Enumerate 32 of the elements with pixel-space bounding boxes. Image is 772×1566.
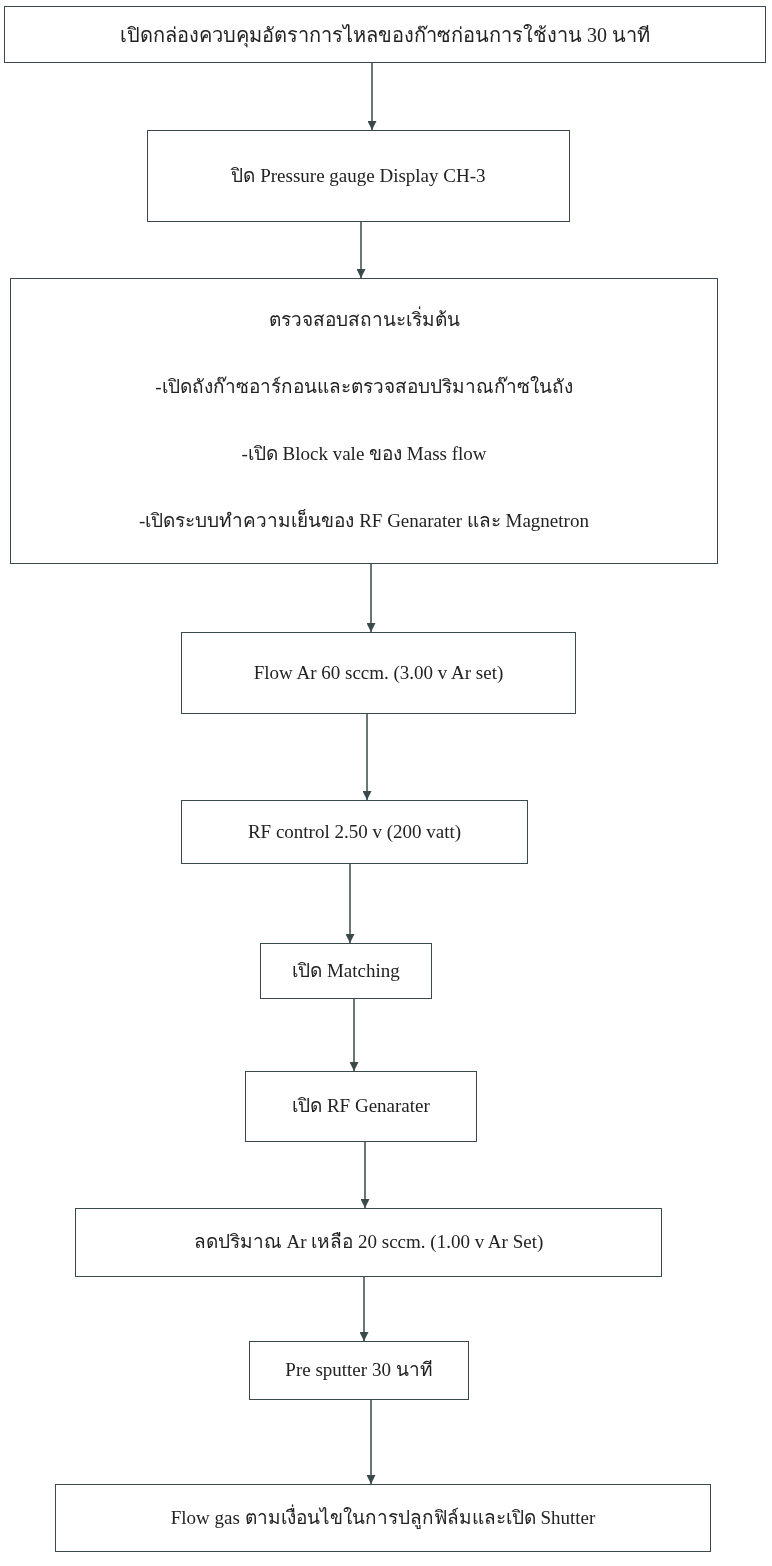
process-box — [245, 1071, 477, 1142]
box-text: เปิดกล่องควบคุมอัตราการไหลของก๊าซก่อนการใช้งาน 30 นาที — [120, 22, 650, 48]
box-text: ลดปริมาณ Ar เหลือ 20 sccm. (1.00 v Ar Set) — [193, 1230, 544, 1255]
arrow — [349, 998, 359, 1072]
arrow — [362, 713, 372, 801]
process-box — [147, 130, 570, 222]
arrow — [359, 1276, 369, 1342]
box-text: -เปิดถังก๊าซอาร์กอนและตรวจสอบปริมาณก๊าซในถัง — [155, 375, 573, 400]
box-text: -เปิดระบบทำความเย็นของ RF Genarater และ Magnetron — [139, 509, 589, 534]
process-box — [181, 800, 528, 864]
box-text: Pre sputter 30 นาที — [285, 1358, 433, 1383]
box-text: ปิด Pressure gauge Display CH-3 — [231, 163, 486, 188]
process-box — [181, 632, 576, 714]
process-box — [4, 6, 766, 63]
arrow — [345, 863, 355, 944]
box-text: เปิด RF Genarater — [292, 1094, 430, 1119]
process-box — [75, 1208, 662, 1277]
arrow — [367, 62, 377, 131]
box-text: Flow gas ตามเงื่อนไขในการปลูกฟิล์มและเปิด Shutter — [170, 1505, 596, 1531]
process-box — [55, 1484, 711, 1552]
box-text: RF control 2.50 v (200 vatt) — [247, 819, 462, 844]
process-box — [10, 278, 718, 564]
box-heading: ตรวจสอบสถานะเริ่มต้น — [268, 308, 460, 333]
box-text: เปิด Matching — [292, 958, 400, 983]
process-box — [260, 943, 432, 999]
arrow — [366, 563, 376, 633]
box-text: Flow Ar 60 sccm. (3.00 v Ar set) — [253, 660, 504, 685]
arrow — [360, 1141, 370, 1209]
box-text: -เปิด Block vale ของ Mass flow — [241, 442, 487, 467]
arrow — [356, 221, 366, 279]
arrow — [366, 1399, 376, 1485]
process-box — [249, 1341, 469, 1400]
